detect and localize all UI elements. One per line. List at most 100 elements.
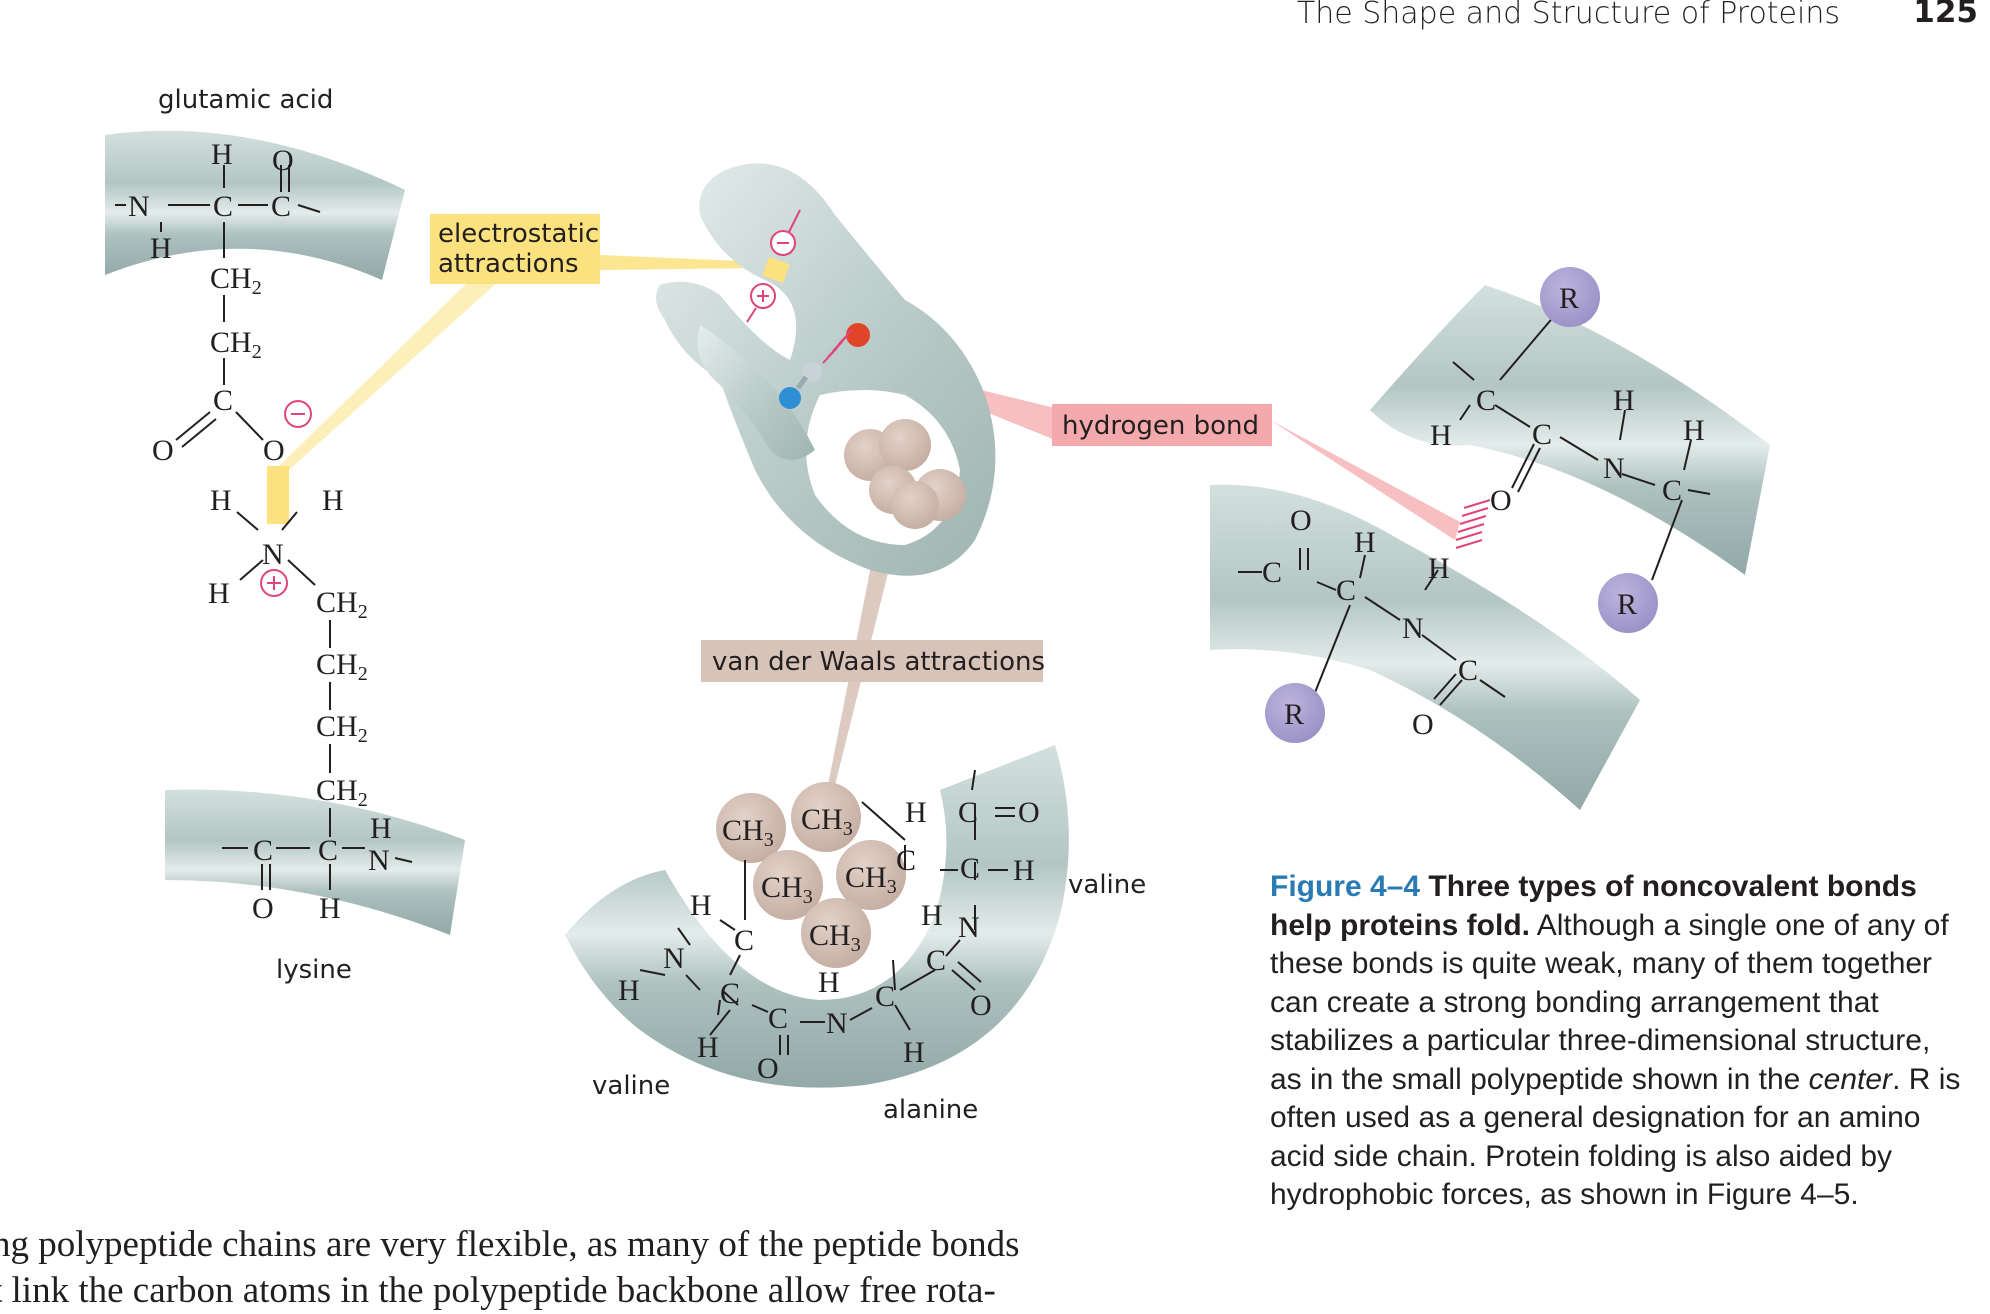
atom-o: O	[1018, 796, 1040, 829]
atom-o: O	[152, 434, 174, 467]
vdw-cluster	[844, 419, 966, 529]
atom-o-minus: O	[263, 434, 285, 467]
right-hydrogen-bond	[1455, 499, 1491, 549]
right-lower-backbone	[1210, 484, 1640, 810]
page-header: The Shape and Structure of Proteins 125	[1190, 0, 1990, 40]
r-group-icon: R	[1540, 267, 1600, 327]
atom-ch2: CH2	[316, 586, 368, 623]
atom-o: O	[252, 892, 274, 925]
body-text-line: ng polypeptide chains are very flexible,…	[0, 1224, 1020, 1265]
right-upper-backbone	[1370, 285, 1770, 575]
atom-c-carboxyl: C	[213, 384, 233, 417]
atom-o: O	[1290, 504, 1312, 537]
atom-ch2: CH2	[210, 326, 262, 363]
body-text-line: t link the carbon atoms in the polypepti…	[0, 1270, 996, 1311]
atom-c-carbonyl: C	[253, 834, 273, 867]
right-structure-bonds	[1238, 314, 1711, 706]
running-title: The Shape and Structure of Proteins	[1296, 0, 1840, 31]
svg-text:R: R	[1559, 282, 1579, 315]
figure-title: Three types of noncovalent bonds help pr…	[1270, 870, 1917, 942]
atom-c: C	[734, 924, 754, 957]
body-text: ng polypeptide chains are very flexible,…	[0, 1222, 1232, 1314]
svg-text:R: R	[1617, 588, 1637, 621]
atom-ch3: CH3	[761, 871, 813, 908]
vdw-methyl-cluster	[716, 782, 906, 968]
salt-bridge-marker	[267, 466, 289, 524]
valine-left-label: valine	[592, 1071, 670, 1101]
electrostatic-pair-marker	[762, 256, 790, 284]
atom-c: C	[1532, 418, 1552, 451]
glutamic-acid-structure	[115, 165, 321, 448]
atom-h: H	[618, 974, 640, 1007]
atom-h: H	[211, 138, 233, 171]
atom-c: C	[1662, 474, 1682, 507]
u-shaped-backbone	[565, 745, 1069, 1088]
atom-c: C	[875, 980, 895, 1013]
caption-emphasis: center	[1808, 1062, 1893, 1096]
atom-c: C	[768, 1002, 788, 1035]
atom-c: C	[960, 852, 980, 885]
atom-ch3: CH3	[845, 861, 897, 898]
lysine-label: lysine	[276, 955, 352, 985]
caption-text: Although a single one of any of these bo…	[1270, 908, 1949, 1096]
figure-number: Figure 4–4	[1270, 870, 1421, 903]
vdw-label-box	[701, 640, 1043, 682]
positive-charge-icon	[746, 283, 776, 323]
atom-n: N	[826, 1007, 848, 1040]
figure-caption: Figure 4–4 Three types of noncovalent bo…	[1270, 868, 1970, 1215]
atom-c-alpha: C	[318, 834, 338, 867]
atom-n: N	[663, 942, 685, 975]
atom-h: H	[1683, 414, 1705, 447]
atom-n: N	[128, 190, 150, 223]
r-group-icon: R	[1265, 683, 1325, 743]
r-group-icon: R	[1598, 573, 1658, 633]
atom-n: N	[368, 844, 390, 877]
atom-c: C	[958, 796, 978, 829]
page-number: 125	[1913, 0, 1978, 30]
negative-charge-icon	[770, 209, 801, 256]
atom-h: H	[905, 796, 927, 829]
electrostatic-pointer-left	[275, 280, 500, 470]
atom-h: H	[921, 899, 943, 932]
atom-o: O	[970, 989, 992, 1022]
atom-n-plus: N	[262, 538, 284, 571]
atom-h: H	[1013, 854, 1035, 887]
svg-text:R: R	[1284, 698, 1304, 731]
atom-n: N	[958, 911, 980, 944]
atom-h: H	[210, 484, 232, 517]
atom-h: H	[1430, 419, 1452, 452]
hydrogen-bond-label: hydrogen bond	[1062, 411, 1259, 441]
atom-h: H	[322, 484, 344, 517]
atom-h: H	[370, 812, 392, 845]
atom-o: O	[1412, 708, 1434, 741]
atom-ch2: CH2	[316, 648, 368, 685]
atom-h: H	[818, 966, 840, 999]
atom-c: C	[1336, 574, 1356, 607]
atom-n: N	[1603, 452, 1625, 485]
atom-ch2: CH2	[316, 774, 368, 811]
atom-h: H	[1354, 526, 1376, 559]
atom-c: C	[896, 844, 916, 877]
lysine-structure	[222, 511, 413, 890]
electrostatic-label-box	[430, 214, 600, 284]
alanine-label: alanine	[883, 1095, 978, 1125]
caption-text: . R is often used as a general designati…	[1270, 1062, 1961, 1212]
atom-o: O	[1490, 484, 1512, 517]
atom-o: O	[272, 144, 294, 177]
atom-c: C	[720, 977, 740, 1010]
electrostatic-pointer	[600, 255, 765, 270]
vdw-label: van der Waals attractions	[712, 647, 1045, 677]
atom-o: O	[757, 1052, 779, 1085]
tube-hydrogen-bond	[779, 323, 870, 409]
atom-h: H	[1613, 384, 1635, 417]
u-backbone-bonds	[639, 769, 1015, 1055]
atom-ch2: CH2	[210, 262, 262, 299]
positive-charge-icon	[260, 569, 288, 597]
atom-c-alpha: C	[213, 190, 233, 223]
electrostatic-label-line1: electrostatic	[438, 219, 599, 249]
atom-c-carbonyl: C	[271, 190, 291, 223]
electrostatic-label-line2: attractions	[438, 249, 579, 279]
atom-ch3: CH3	[809, 919, 861, 956]
atom-ch2: CH2	[316, 710, 368, 747]
atom-h: H	[697, 1031, 719, 1064]
